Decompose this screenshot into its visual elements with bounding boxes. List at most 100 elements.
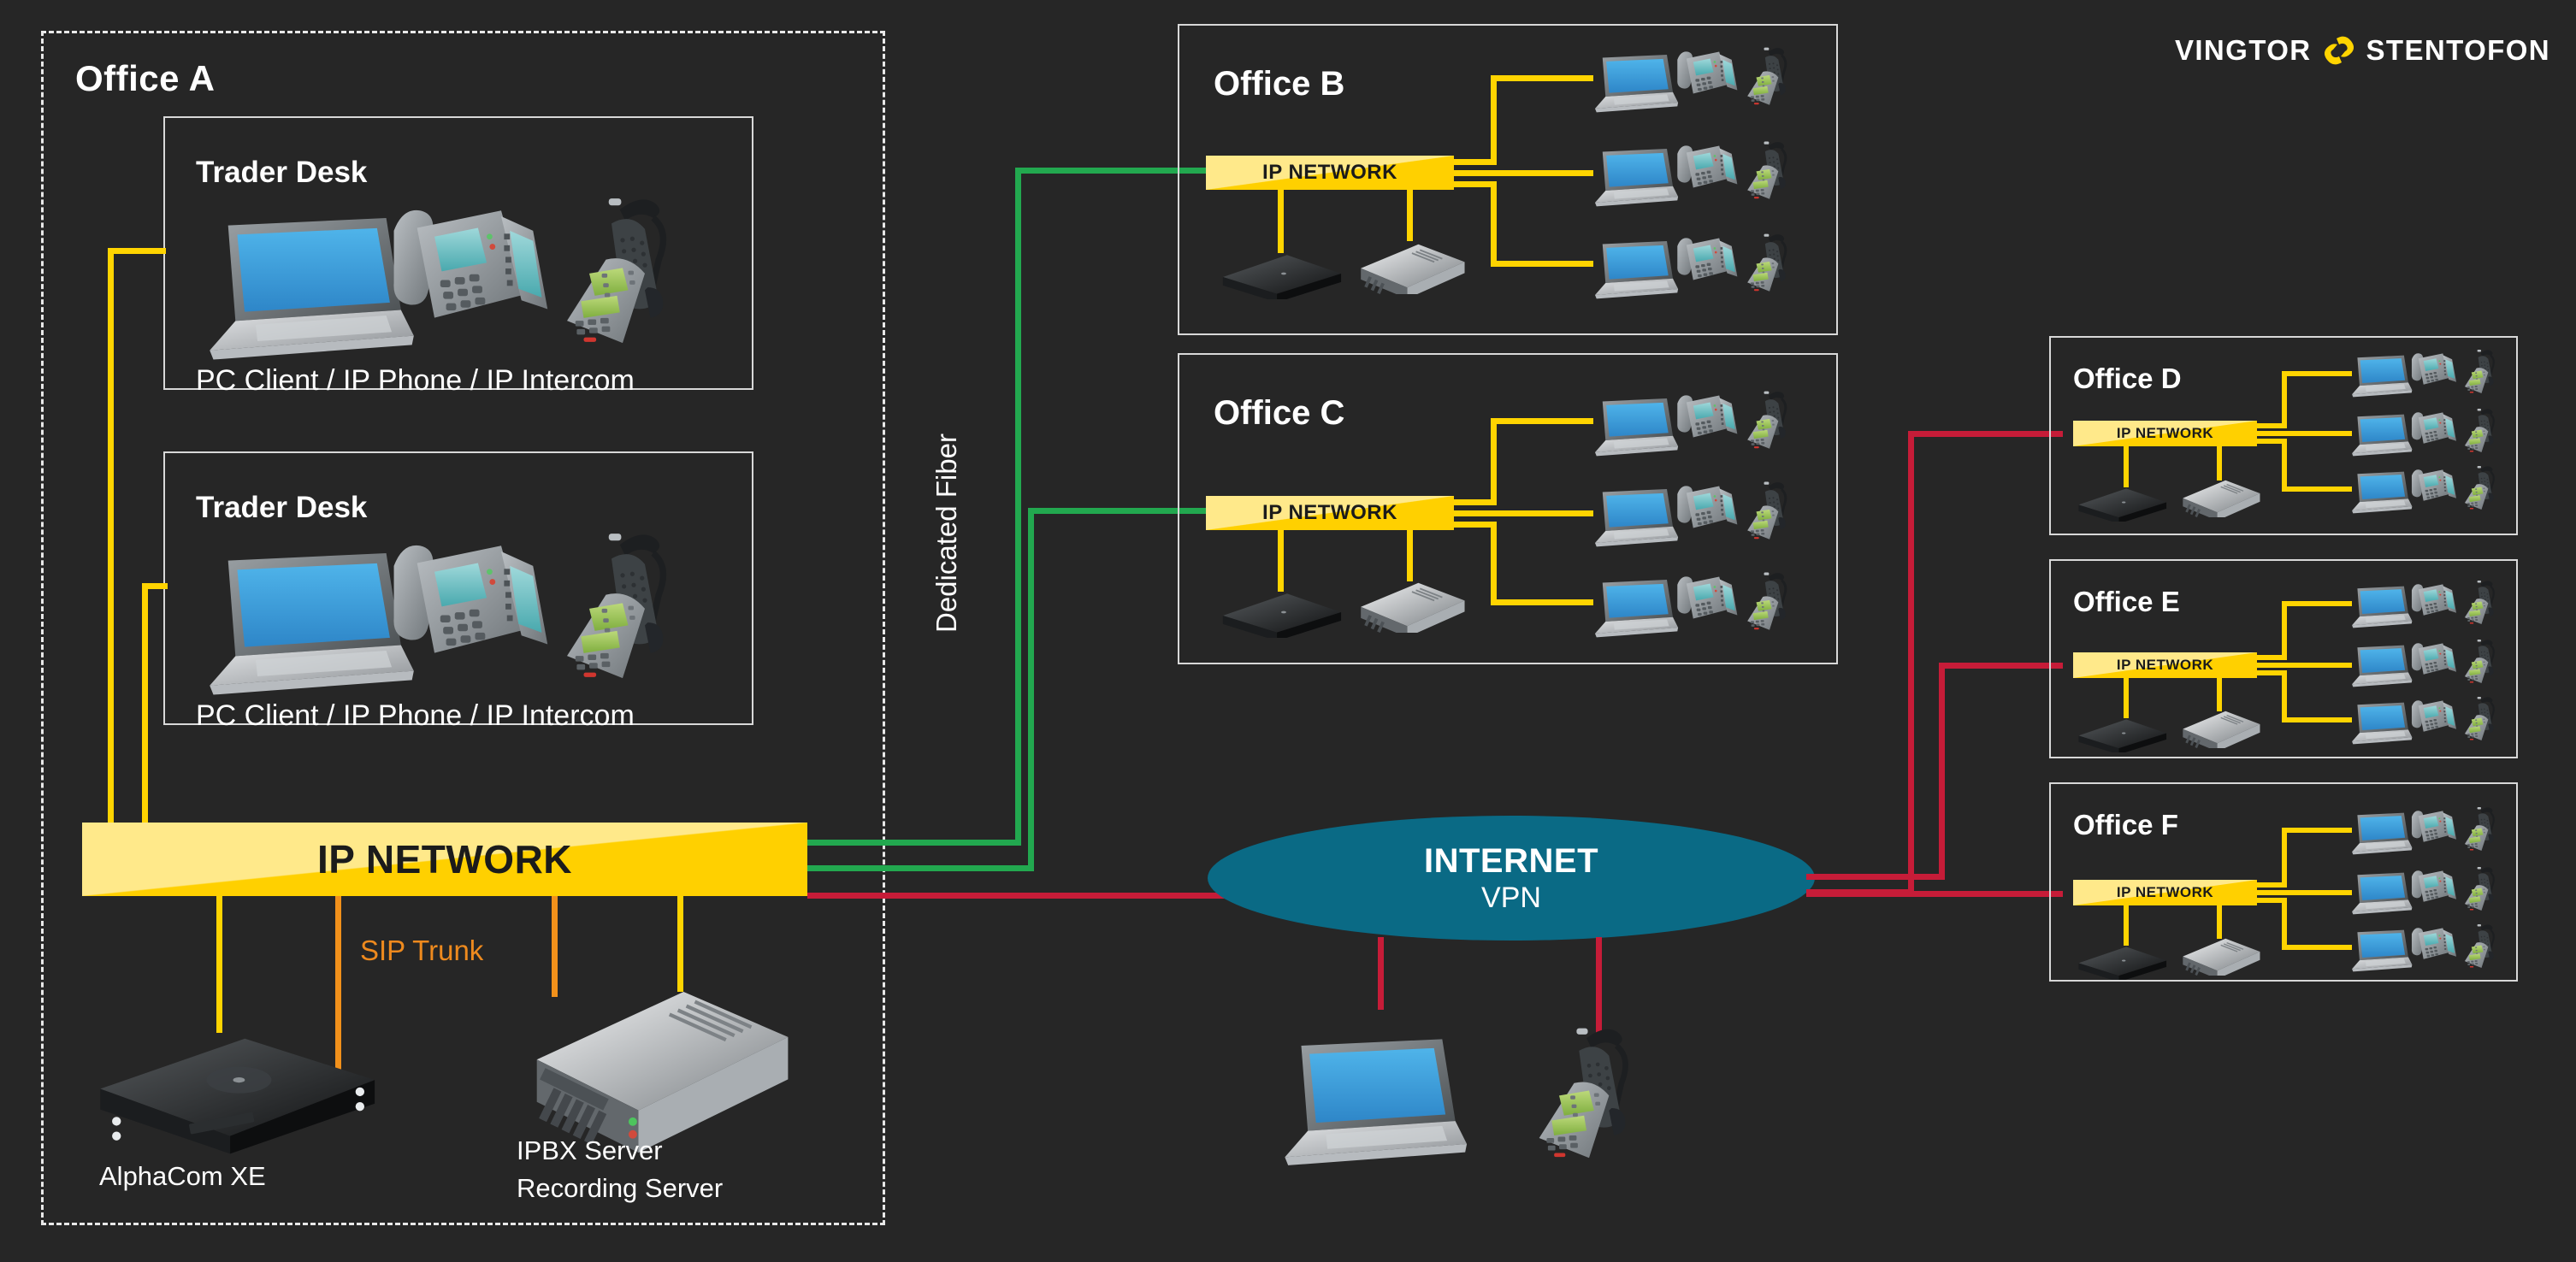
link-siptrunk-right <box>552 896 558 997</box>
office-c-trunk-top-h <box>1454 499 1497 505</box>
office-f-trunk-top-v <box>2282 828 2287 888</box>
ip-phone-icon <box>2408 640 2458 681</box>
office-c-ip-network-bar[interactable]: IP NETWORK <box>1206 496 1454 530</box>
office-f-ip-network-bar[interactable]: IP NETWORK <box>2073 880 2257 905</box>
ip-phone-icon <box>2408 350 2458 391</box>
rack-appliance-black-icon <box>86 1017 381 1154</box>
office-b-row3 <box>1491 261 1593 267</box>
ip-phone-icon <box>2408 924 2458 965</box>
vpn-officea-to-internet <box>807 893 1235 899</box>
internet-cloud[interactable]: INTERNET VPN <box>1208 816 1815 941</box>
ip-network-label: IP NETWORK <box>1262 161 1397 184</box>
rack-appliance-black-icon <box>2075 941 2169 980</box>
office-d-trunk-bot-v <box>2282 439 2287 492</box>
ip-intercom-icon <box>1743 568 1796 634</box>
ip-network-label: IP NETWORK <box>2116 425 2214 441</box>
ip-phone-icon <box>2408 867 2458 908</box>
link-trader2-v <box>142 583 148 823</box>
office-b-trunk-top-h <box>1454 159 1497 165</box>
rack-server-silver-icon <box>2176 706 2265 748</box>
ip-network-label: IP NETWORK <box>1262 501 1397 524</box>
fiber-b-seg1 <box>807 840 1021 846</box>
ip-intercom-icon <box>2461 636 2502 686</box>
office-f-container <box>2049 782 2518 982</box>
ip-phone-icon <box>1673 141 1740 196</box>
office-e-server-link <box>2217 678 2222 711</box>
office-d-title: Office D <box>2073 363 2182 394</box>
office-f-row3 <box>2282 945 2352 950</box>
fiber-c-seg3 <box>1028 508 1206 514</box>
office-f-trunk-bot-h <box>2257 898 2287 903</box>
link-siptrunk-left <box>335 896 341 1074</box>
office-d-row1 <box>2282 371 2352 376</box>
office-e-switch-link <box>2124 678 2129 718</box>
office-f-server-link <box>2217 905 2222 939</box>
laptop-icon <box>2348 470 2413 516</box>
rack-server-silver-icon <box>511 975 794 1159</box>
ip-phone-icon <box>1673 572 1740 627</box>
office-e-trunk-bot-h <box>2257 670 2287 675</box>
laptop-icon <box>2348 701 2413 747</box>
ip-network-sheen <box>82 823 807 896</box>
office-e-ip-network-bar[interactable]: IP NETWORK <box>2073 652 2257 678</box>
link-trader1-v <box>108 248 114 823</box>
alphacom-label: AlphaCom XE <box>99 1161 266 1191</box>
office-a-container <box>41 31 885 1225</box>
office-b-ip-network-bar[interactable]: IP NETWORK <box>1206 156 1454 190</box>
fiber-c-seg2 <box>1028 508 1034 871</box>
rack-server-silver-icon <box>1351 576 1471 633</box>
office-c-row1 <box>1491 418 1593 424</box>
vpn-home-laptop-link <box>1378 937 1384 1010</box>
office-d-row3 <box>2282 487 2352 492</box>
ipbx-label-line2: Recording Server <box>517 1173 724 1203</box>
ip-phone-icon <box>1673 47 1740 102</box>
office-d-ip-network-bar[interactable]: IP NETWORK <box>2073 421 2257 446</box>
office-d-row2 <box>2257 431 2352 436</box>
office-d-trunk-top-h <box>2257 423 2287 428</box>
link-alphacom-v <box>216 896 222 1033</box>
office-a-title: Office A <box>75 58 216 98</box>
office-e-row1 <box>2282 601 2352 606</box>
brand-logo: VINGTOR STENTOFON <box>2175 34 2550 67</box>
ip-intercom-icon <box>2461 693 2502 743</box>
ip-intercom-icon <box>1743 386 1796 452</box>
laptop-icon <box>1272 1035 1468 1174</box>
office-e-row2 <box>2257 663 2352 668</box>
office-d-server-link <box>2217 446 2222 481</box>
office-b-title: Office B <box>1214 65 1345 103</box>
office-d-trunk-bot-h <box>2257 439 2287 444</box>
rack-appliance-black-icon <box>2075 714 2169 752</box>
office-e-container <box>2049 559 2518 758</box>
ip-intercom-icon <box>556 186 689 352</box>
ip-network-sheen <box>2073 421 2257 446</box>
office-a-ip-network-bar[interactable]: IP NETWORK <box>82 823 807 896</box>
laptop-icon <box>1589 487 1679 551</box>
rack-appliance-black-icon <box>2075 483 2169 522</box>
office-c-title: Office C <box>1214 394 1345 432</box>
ip-network-sheen <box>2073 880 2257 905</box>
ip-intercom-icon <box>1743 43 1796 109</box>
office-e-row3 <box>2282 717 2352 722</box>
ip-intercom-icon <box>2461 804 2502 853</box>
ip-phone-icon <box>1673 481 1740 536</box>
office-b-trunk-bot-h <box>1454 181 1497 187</box>
ip-intercom-icon <box>2461 921 2502 970</box>
office-d-container <box>2049 336 2518 535</box>
ip-network-sheen <box>1206 156 1454 190</box>
office-d-switch-link <box>2124 446 2129 487</box>
ip-network-label: IP NETWORK <box>2116 657 2214 673</box>
laptop-icon <box>1589 53 1679 116</box>
office-b-row1 <box>1491 75 1593 81</box>
ip-network-sheen <box>1206 496 1454 530</box>
laptop-icon <box>1589 147 1679 210</box>
ip-intercom-icon <box>1743 477 1796 543</box>
link-ipbx-v <box>677 896 683 992</box>
ip-intercom-icon <box>2461 405 2502 455</box>
vpn-e-seg3 <box>1939 663 2063 669</box>
office-c-trunk-bot-v <box>1491 522 1497 605</box>
laptop-icon <box>2348 929 2413 975</box>
link-trader2-h <box>142 583 168 589</box>
rack-server-silver-icon <box>1351 238 1471 294</box>
internet-title: INTERNET <box>1424 842 1598 880</box>
